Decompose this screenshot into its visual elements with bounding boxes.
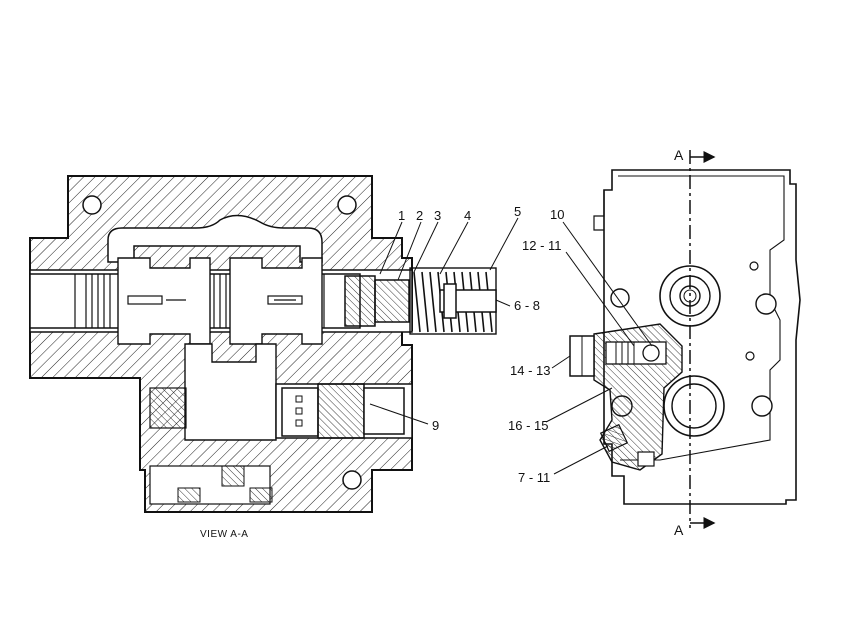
end-view: A A 10 12 - 11 14 - 13 16 - 15 7 - 11: [508, 147, 801, 538]
callout-5: 5: [514, 204, 521, 219]
callout-14-13: 14 - 13: [510, 363, 550, 378]
leader-lines-left: [369, 217, 519, 425]
view-caption: VIEW A-A: [200, 529, 248, 540]
callout-6-8: 6 - 8: [514, 298, 540, 313]
callout-12-11: 12 - 11: [522, 238, 562, 253]
relief-valve-poppet: [317, 383, 365, 439]
spring-seat: [374, 279, 410, 323]
bolt-hole: [755, 293, 777, 315]
callout-10: 10: [550, 207, 564, 222]
callout-3: 3: [434, 208, 441, 223]
section-marker-top: A: [674, 147, 684, 163]
drain-port: [637, 451, 655, 467]
callout-4: 4: [464, 208, 471, 223]
callout-7-11: 7 - 11: [518, 470, 550, 485]
lower-port-inner: [671, 383, 717, 429]
bolt-hole: [751, 395, 773, 417]
metering-slot: [127, 295, 163, 305]
lower-cavity: [184, 343, 277, 441]
spool-bolt-head: [443, 283, 457, 319]
plug-thread: [249, 487, 273, 503]
leader-lines-right: [545, 221, 653, 475]
relief-valve-cap: [363, 387, 405, 435]
small-hole: [745, 351, 755, 361]
internal-passage: [107, 214, 323, 263]
plug-thread: [221, 465, 245, 487]
port-plug: [149, 387, 187, 429]
relief-valve-holes: [295, 395, 303, 427]
spool-retainer: [344, 275, 376, 327]
mounting-hole: [82, 195, 102, 215]
small-hole: [749, 261, 759, 271]
valve-end-inner-outline: [618, 175, 785, 461]
plug-7-11: [599, 423, 629, 453]
body-step: [593, 190, 605, 231]
mounting-hole: [342, 470, 362, 490]
plug-thread: [177, 487, 201, 503]
section-marker-bottom: A: [674, 522, 684, 538]
bolt-hole: [610, 288, 630, 308]
callout-16-15: 16 - 15: [508, 418, 548, 433]
section-view-a-a: 1 2 3 4 5 6 - 8 9 VIEW A-A: [29, 175, 540, 540]
callout-2: 2: [416, 208, 423, 223]
check-ball: [642, 344, 660, 362]
callout-1: 1: [398, 208, 405, 223]
callout-9: 9: [432, 418, 439, 433]
mounting-hole: [337, 195, 357, 215]
